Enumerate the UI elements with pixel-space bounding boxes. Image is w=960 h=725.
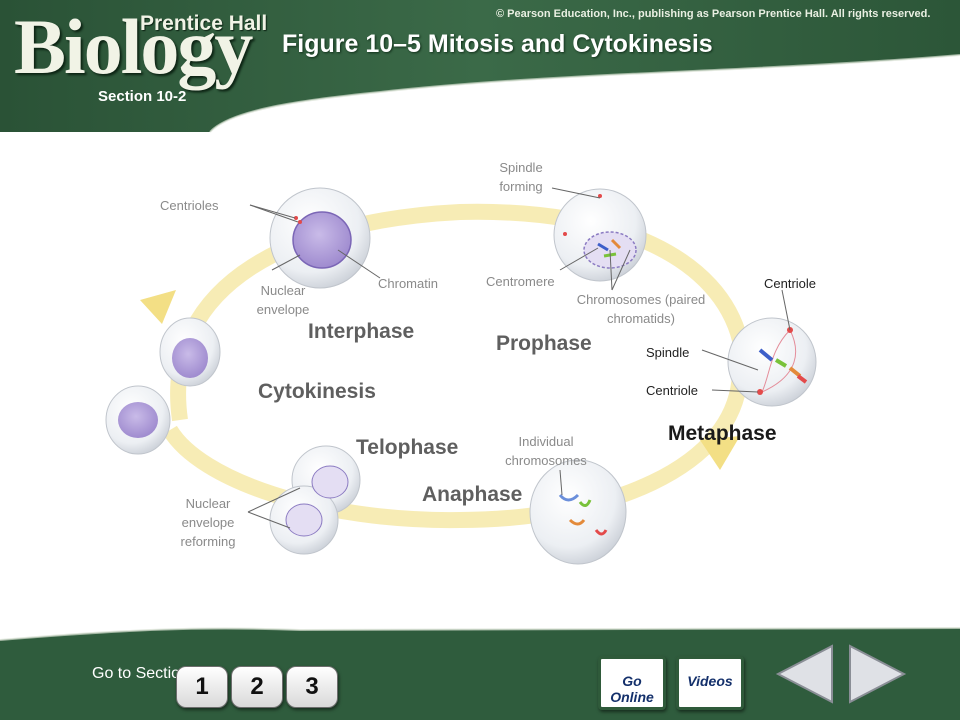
arrow-head-left (140, 290, 176, 324)
mitosis-diagram (105, 187, 817, 565)
phase-telophase: Telophase (356, 436, 459, 459)
cytokinesis-cells (105, 317, 221, 455)
next-arrow-button[interactable]: next (849, 644, 907, 704)
biology-logo: Biology (14, 3, 253, 90)
label-spindle: Spindle (646, 345, 690, 360)
label-chromosomes: Chromosomes (paired chromatids) (576, 292, 706, 326)
arrow-left-icon[interactable] (775, 644, 833, 704)
copyright-text: © Pearson Education, Inc., publishing as… (496, 8, 931, 20)
prev-arrow-button[interactable]: previous (775, 644, 833, 704)
page-title: Figure 10–5 Mitosis and Cytokinesis (282, 30, 713, 58)
cycle-arrow (140, 203, 748, 529)
leader-lines (247, 187, 791, 529)
label-individual-chromosomes: Individual chromosomes (505, 434, 587, 468)
interphase-cell (269, 187, 371, 289)
publisher-logo: Prentice Hall (140, 12, 268, 35)
phase-prophase: Prophase (496, 332, 592, 355)
label-nuclear-envelope: Nuclear envelope (256, 283, 310, 317)
label-centrioles: Centrioles (160, 198, 219, 213)
header-background (0, 0, 960, 133)
nav-arrows: previous next (775, 644, 907, 704)
section-3-button[interactable]: 3 (286, 666, 338, 708)
videos-button[interactable]: Videos (676, 656, 744, 710)
metaphase-cell (727, 317, 817, 407)
section-label: Section 10-2 (98, 88, 187, 105)
label-centriole-bottom: Centriole (646, 383, 699, 398)
arrow-right-icon[interactable] (849, 644, 907, 704)
label-centriole-top: Centriole (764, 276, 817, 291)
anaphase-cell (529, 459, 627, 565)
phase-metaphase: Metaphase (668, 422, 777, 445)
label-nuclear-envelope-reforming: Nuclear envelope reforming (180, 496, 236, 549)
videos-label: Videos (687, 673, 733, 689)
go-online-label: Go Online (610, 673, 654, 705)
goto-section-label: Go to Section: (92, 665, 194, 682)
section-2-button[interactable]: 2 (231, 666, 283, 708)
arrow-head-right (700, 436, 740, 470)
label-centromere: Centromere (486, 274, 555, 289)
go-online-button[interactable]: Go Online (598, 656, 666, 710)
phase-anaphase: Anaphase (422, 483, 523, 506)
header-banner (0, 0, 960, 140)
phase-cytokinesis: Cytokinesis (258, 380, 376, 403)
telophase-cells (269, 445, 361, 555)
section-1-button[interactable]: 1 (176, 666, 228, 708)
phase-interphase: Interphase (308, 320, 415, 343)
prophase-cell (553, 188, 647, 282)
label-spindle-forming: Spindle forming (499, 160, 543, 194)
label-chromatin: Chromatin (378, 276, 438, 291)
